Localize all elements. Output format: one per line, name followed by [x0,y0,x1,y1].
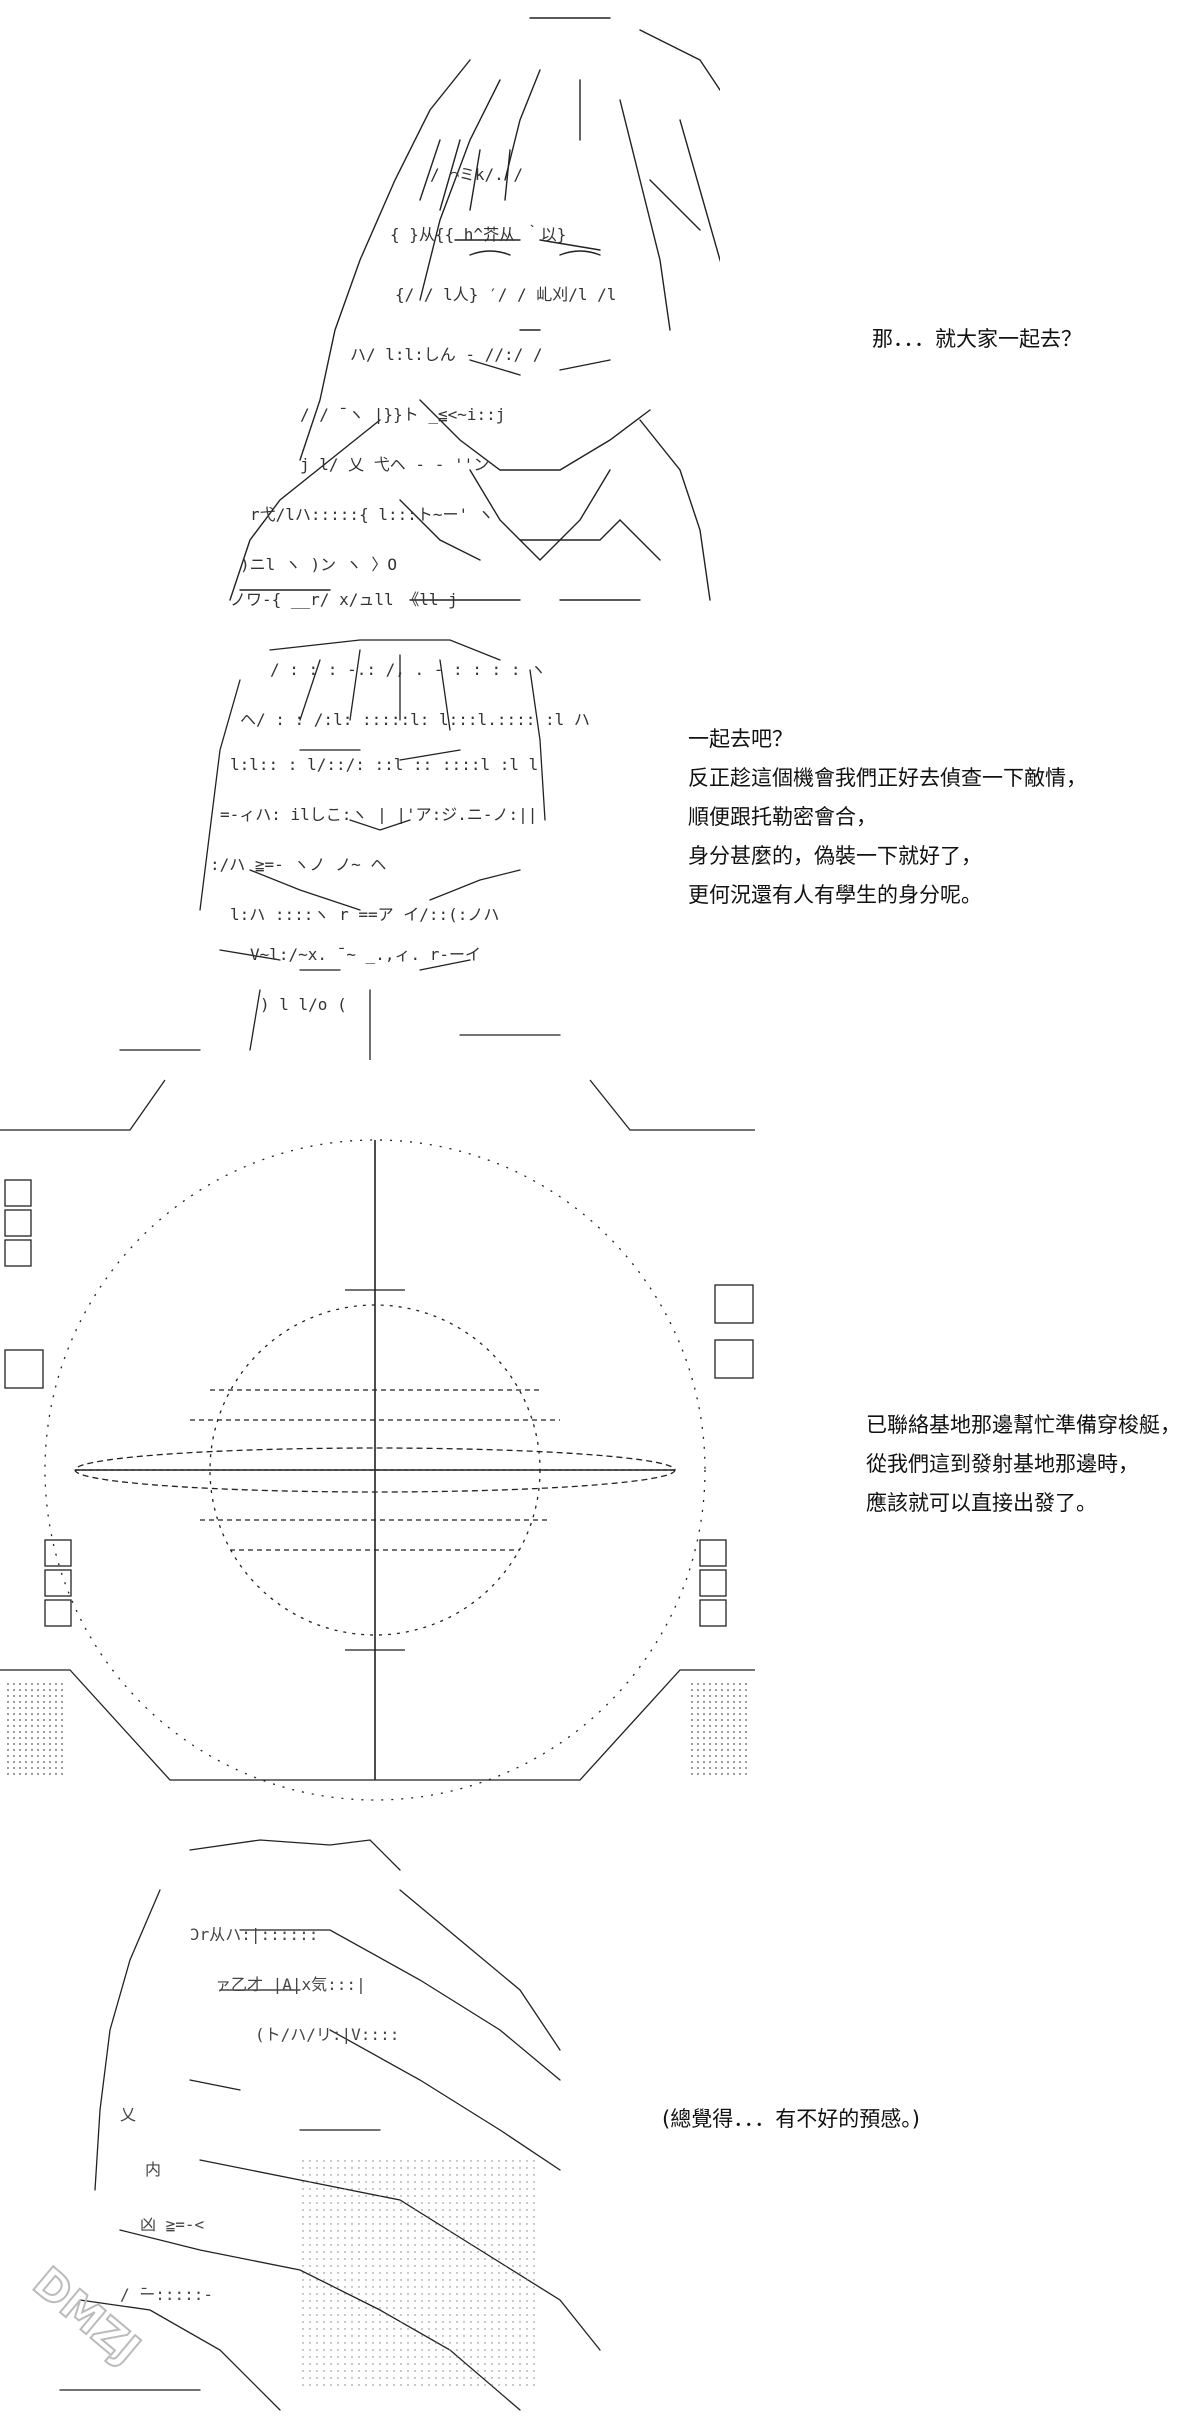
watermark-logo: DMZJ [23,2256,144,2374]
svg-text:=-ィハ: ilしこ:ヽ | |'ア:ジ.ニ-ノ:||: =-ィハ: ilしこ:ヽ | |'ア:ジ.ニ-ノ:|| [220,805,537,824]
sitting-girl-ascii-art: Ɔr从ハ:|:::::: ァ乙才 |A|x気:::| (ト/ハ/リ:|V::::… [59,1839,601,2411]
planet-scope-ascii-art [0,1079,755,1801]
dialog-line: 更何況還有人有學生的身分呢。 [688,883,982,907]
svg-text:ァ乙才 |A|x気:::|: ァ乙才 |A|x気:::| [215,1975,366,1994]
dialog-line: 反正趁這個機會我們正好去偵查一下敵情， [688,766,1087,790]
svg-text:) l l/o (: ) l l/o ( [260,995,347,1014]
girl-ascii-art: / ⌒ミk/. / { }从{{ h^芥从 ｀以} {/ / l人} ′/ / … [229,17,720,609]
panel-1: / ⌒ミk/. / { }从{{ h^芥从 ｀以} {/ / l人} ′/ / … [0,0,1200,620]
svg-text:ヘ/ : : /:l: :::::l: l:::l.::::: ヘ/ : : /:l: :::::l: l:::l.:::: :l ハ [240,710,590,729]
svg-text:V~l:/~x. ̄ ~ _.,ィ. r-ーイ: V~l:/~x. ̄ ~ _.,ィ. r-ーイ [250,945,481,964]
dialog-box: 已聯絡基地那邊幫忙準備穿梭艇， 從我們這到發射基地那邊時， 應該就可以直接出發了… [866,1406,1181,1523]
svg-text:/ / ̄ ヽ |}}ト _≦<~i::j: / / ̄ ヽ |}}ト _≦<~i::j [300,405,505,424]
svg-text:(ト/ハ/リ:|V::::: (ト/ハ/リ:|V:::: [255,2025,399,2044]
dialog-line: 從我們這到發射基地那邊時， [866,1452,1139,1476]
svg-text:ノワ-{ __r/ x/ュll 《ll j: ノワ-{ __r/ x/ュll 《ll j [230,590,458,609]
svg-text:DMZJ: DMZJ [24,2257,144,2373]
panel-2: / : : : -.: /, . - : : : : ヽ ヘ/ : : /:l:… [0,630,1200,1060]
svg-text:/ ̄ー:::::-: / ̄ー:::::- [120,2285,213,2304]
svg-text:l:l:: : l/::/: ::l :: ::::l :l: l:l:: : l/::/: ::l :: ::::l :l l [230,755,538,774]
dialog-line: 一起去吧？ [688,727,793,751]
svg-text:{ }从{{ h^芥从 ｀以}: { }从{{ h^芥从 ｀以} [390,224,566,244]
svg-text:r弋/lハ:::::{ l:::ト~ー' ヽ: r弋/lハ:::::{ l:::ト~ー' ヽ [250,505,494,524]
character-ascii-art: / : : : -.: /, . - : : : : ヽ ヘ/ : : /:l:… [119,639,590,1060]
svg-text:凶 ≧=-<: 凶 ≧=-< [140,2215,204,2234]
dialog-line: 已聯絡基地那邊幫忙準備穿梭艇， [866,1413,1181,1437]
svg-text:j l/ 乂 弋ヘ ‐ ‐ ''ン: j l/ 乂 弋ヘ ‐ ‐ ''ン [300,455,489,474]
dialog-line: 順便跟托勒密會合， [688,805,877,829]
panel-3: 已聯絡基地那邊幫忙準備穿梭艇， 從我們這到發射基地那邊時， 應該就可以直接出發了… [0,1070,1200,1810]
svg-text:乂: 乂 [120,2105,136,2124]
svg-text:内: 内 [145,2160,161,2179]
dialog-box: 一起去吧？ 反正趁這個機會我們正好去偵查一下敵情， 順便跟托勒密會合， 身分甚麼… [688,720,1087,915]
svg-text:{/ / l人} ′/ / 乢刈/l /l: {/ / l人} ′/ / 乢刈/l /l [395,285,616,304]
svg-text:l:ハ ::::ヽ r ==ア イ/::(:ノハ: l:ハ ::::ヽ r ==ア イ/::(:ノハ [230,905,499,924]
svg-text:ハ/ l:l:しん ‐ //:/ /: ハ/ l:l:しん ‐ //:/ / [350,345,543,364]
dialog-box: 那．．．就大家一起去？ [872,320,1082,359]
panel-4: Ɔr从ハ:|:::::: ァ乙才 |A|x気:::| (ト/ハ/リ:|V::::… [0,1830,1200,2418]
thought-line: (總覺得．．．有不好的預感。) [662,2107,920,2131]
svg-text:)ニl ヽ )ン ヽ 〉O: )ニl ヽ )ン ヽ 〉O [240,555,397,574]
dialog-line: 身分甚麼的，偽裝一下就好了， [688,844,982,868]
dialog-line: 應該就可以直接出發了。 [866,1491,1097,1515]
svg-text:/ : : : -.: /, . - : : : : ヽ: / : : : -.: /, . - : : : : ヽ [270,660,546,679]
thought-box: (總覺得．．．有不好的預感。) [662,2100,920,2139]
svg-text:/ ⌒ミk/. /: / ⌒ミk/. / [430,165,523,184]
dialog-line: 那．．．就大家一起去？ [872,327,1082,351]
svg-text::/ハ ≧=- ヽノ ノ~ ヘ: :/ハ ≧=- ヽノ ノ~ ヘ [210,855,386,874]
svg-text:Ɔr从ハ:|::::::: Ɔr从ハ:|:::::: [190,1925,318,1944]
